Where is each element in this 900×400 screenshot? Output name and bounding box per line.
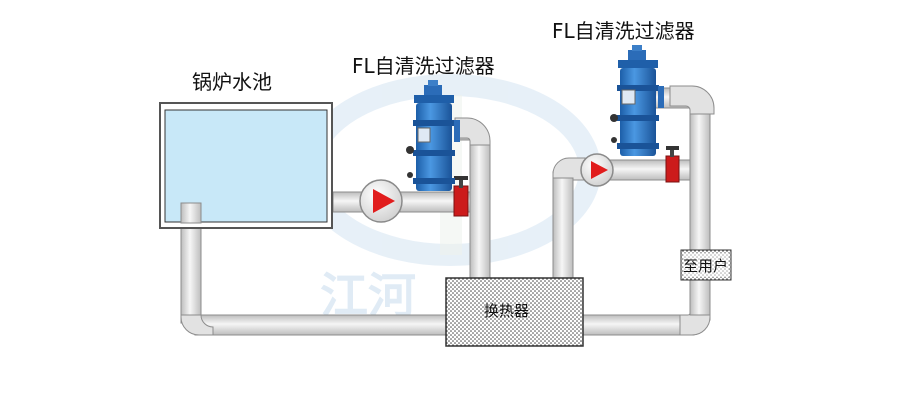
pipe-far-right bbox=[689, 107, 711, 321]
pump-icon bbox=[359, 179, 403, 223]
elbow-bottom-right bbox=[679, 312, 711, 336]
pipe-exchanger-up bbox=[552, 171, 574, 279]
elbow-pump2-in bbox=[552, 157, 586, 181]
valve-icon bbox=[453, 176, 469, 217]
to-user-box bbox=[680, 249, 732, 281]
pump-icon bbox=[580, 153, 614, 187]
filter-2-label: FL自清洗过滤器 bbox=[552, 19, 695, 43]
self-cleaning-filter-icon bbox=[610, 45, 664, 156]
boiler-pool bbox=[159, 102, 333, 229]
valve-icon bbox=[665, 146, 680, 183]
to-user-label: 至用户 bbox=[683, 257, 728, 275]
pipe-filter1-down bbox=[469, 141, 491, 279]
elbow-filter2 bbox=[669, 85, 715, 115]
boiler-pool-label: 锅炉水池 bbox=[192, 70, 272, 94]
filter-1-label: FL自清洗过滤器 bbox=[352, 54, 495, 78]
elbow-bottom-left bbox=[180, 314, 214, 336]
pool-outlet bbox=[180, 202, 202, 224]
heat-exchanger bbox=[445, 277, 584, 347]
pipe-elbows bbox=[180, 85, 715, 336]
pipe-bottom-left bbox=[194, 314, 451, 336]
elbow-filter1 bbox=[454, 117, 491, 146]
self-cleaning-filter-icon bbox=[406, 80, 460, 191]
heat-exchanger-label: 换热器 bbox=[484, 302, 529, 320]
pipe-bottom-right bbox=[581, 314, 695, 336]
pipe-pump2-valve2 bbox=[604, 159, 701, 181]
